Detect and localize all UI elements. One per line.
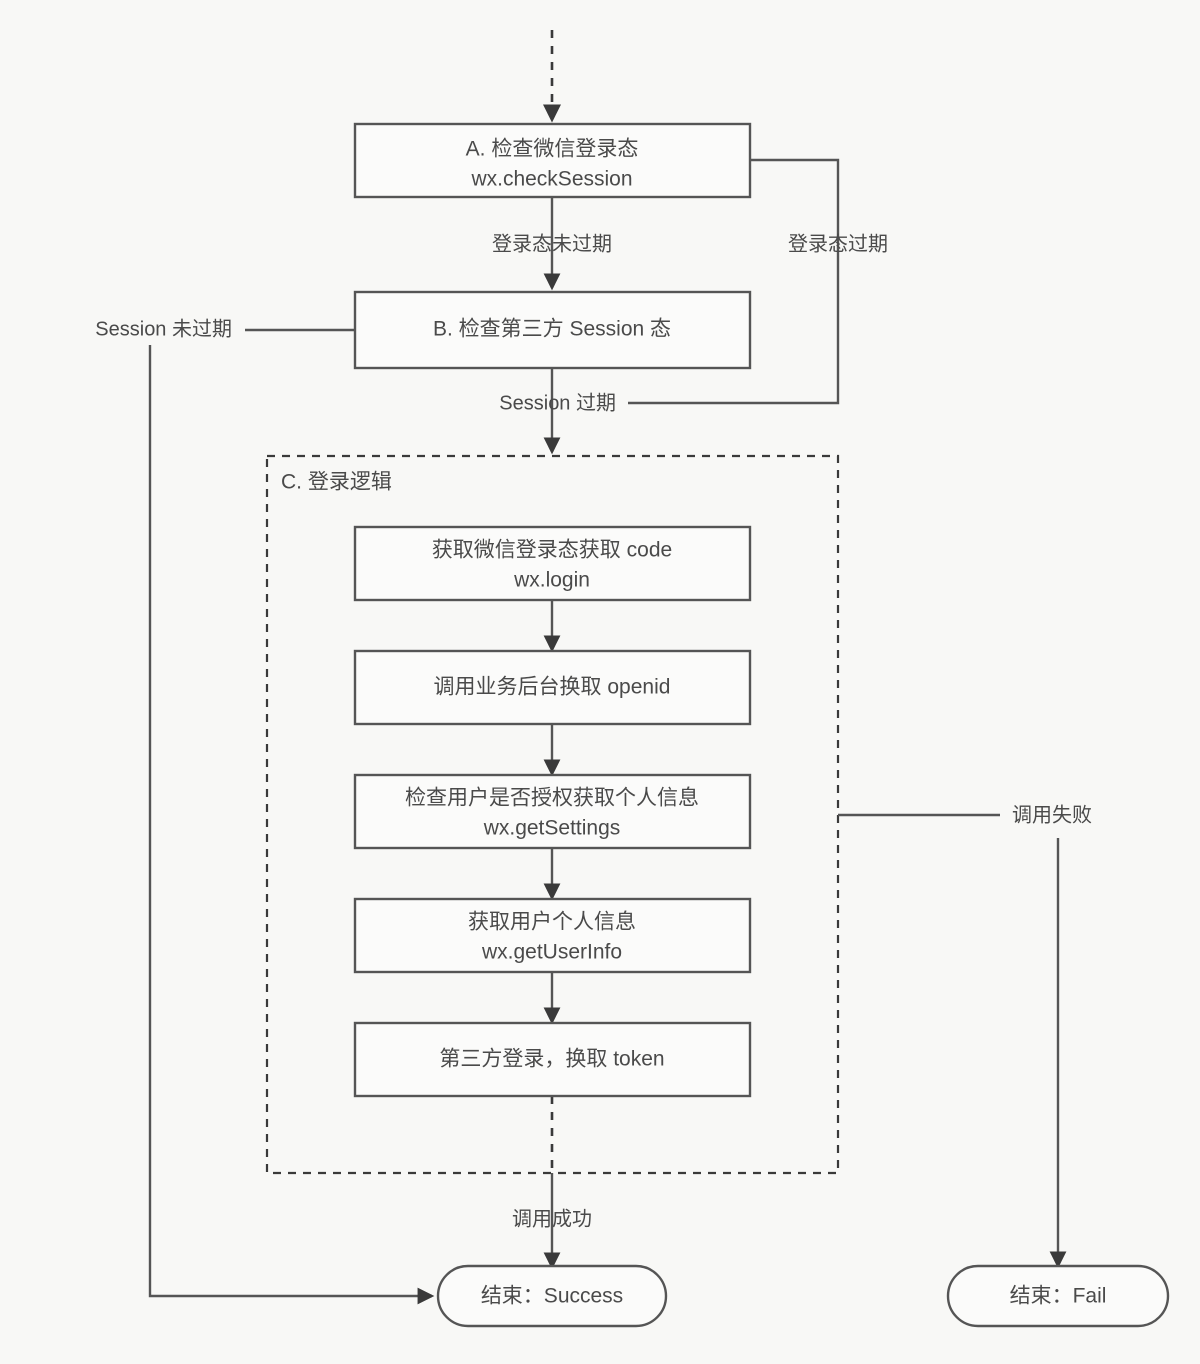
node-c3-line2: wx.getSettings <box>483 817 621 840</box>
node-get-user-info[interactable]: 获取用户个人信息 wx.getUserInfo <box>353 897 752 974</box>
node-end-fail-label: 结束：Fail <box>1010 1285 1107 1308</box>
node-c5-line1: 第三方登录，换取 token <box>439 1048 664 1071</box>
node-c2-line1: 调用业务后台换取 openid <box>434 676 671 699</box>
node-c4-line1: 获取用户个人信息 <box>468 911 636 934</box>
group-login-logic <box>265 454 840 1175</box>
node-third-party-login-token[interactable]: 第三方登录，换取 token <box>353 1021 752 1098</box>
node-b-line1: B. 检查第三方 Session 态 <box>433 318 671 341</box>
node-end-success[interactable]: 结束：Success <box>436 1264 668 1328</box>
node-c1-line2: wx.login <box>513 569 590 592</box>
node-check-third-party-session[interactable]: B. 检查第三方 Session 态 <box>353 290 752 370</box>
edge-session-valid-to-success <box>148 345 435 1305</box>
node-a-line1: A. 检查微信登录态 <box>466 138 639 161</box>
node-wx-login[interactable]: 获取微信登录态获取 code wx.login <box>353 525 752 602</box>
group-login-logic-label: C. 登录逻辑 <box>281 471 392 494</box>
edge-label-not-expired: 登录态未过期 <box>492 232 612 255</box>
node-end-fail[interactable]: 结束：Fail <box>946 1264 1170 1328</box>
node-check-user-auth[interactable]: 检查用户是否授权获取个人信息 wx.getSettings <box>353 773 752 850</box>
node-c3-line1: 检查用户是否授权获取个人信息 <box>405 787 699 810</box>
node-check-wx-session[interactable]: A. 检查微信登录态 wx.checkSession <box>353 122 752 199</box>
node-exchange-openid[interactable]: 调用业务后台换取 openid <box>353 649 752 726</box>
edge-label-wx-session-expired: 登录态过期 <box>788 232 888 255</box>
edge-label-session-expired: Session 过期 <box>499 391 616 414</box>
edge-label-call-fail: 调用失败 <box>1012 803 1092 826</box>
node-end-success-label: 结束：Success <box>481 1285 623 1308</box>
edge-label-session-valid: Session 未过期 <box>95 317 232 340</box>
node-a-line2: wx.checkSession <box>470 168 632 191</box>
edge-a-expired-to-c <box>628 158 840 405</box>
node-c1-line1: 获取微信登录态获取 code <box>432 539 672 562</box>
node-c4-line2: wx.getUserInfo <box>481 941 622 964</box>
edge-label-call-success: 调用成功 <box>512 1207 592 1230</box>
